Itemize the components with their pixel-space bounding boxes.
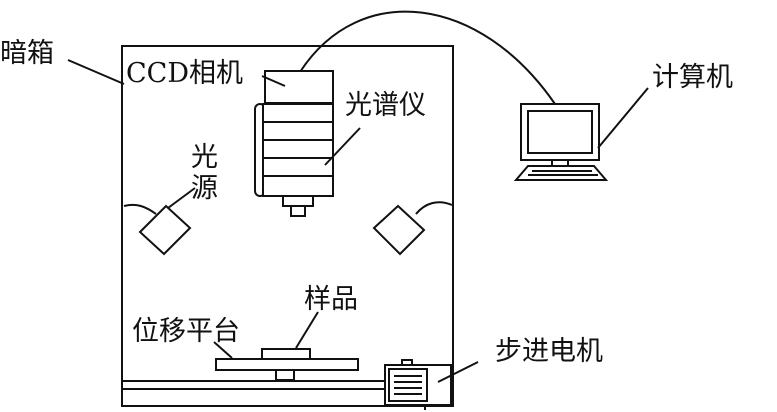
- dark-box: [121, 45, 454, 407]
- label-ccd-camera: CCD相机: [126, 58, 243, 89]
- camera-computer-cable: [299, 10, 556, 105]
- computer: [513, 87, 649, 181]
- label-light-source-2: 源: [191, 173, 218, 204]
- label-light-source-1: 光: [191, 142, 218, 173]
- light-source-right: [372, 201, 453, 256]
- displacement-stage: [213, 341, 359, 381]
- sample: [261, 311, 319, 360]
- ccd-camera: [261, 70, 334, 104]
- label-stepper-motor: 步进电机: [495, 336, 603, 367]
- light-source-left: [123, 187, 196, 256]
- stepper-motor: [384, 359, 479, 410]
- label-computer: 计算机: [652, 62, 733, 93]
- label-sample: 样品: [304, 284, 358, 315]
- spectrometer: [254, 103, 361, 217]
- label-spectrometer: 光谱仪: [345, 90, 426, 121]
- darkbox-leader: [67, 59, 125, 85]
- label-stage: 位移平台: [132, 316, 240, 347]
- label-darkbox: 暗箱: [0, 38, 54, 69]
